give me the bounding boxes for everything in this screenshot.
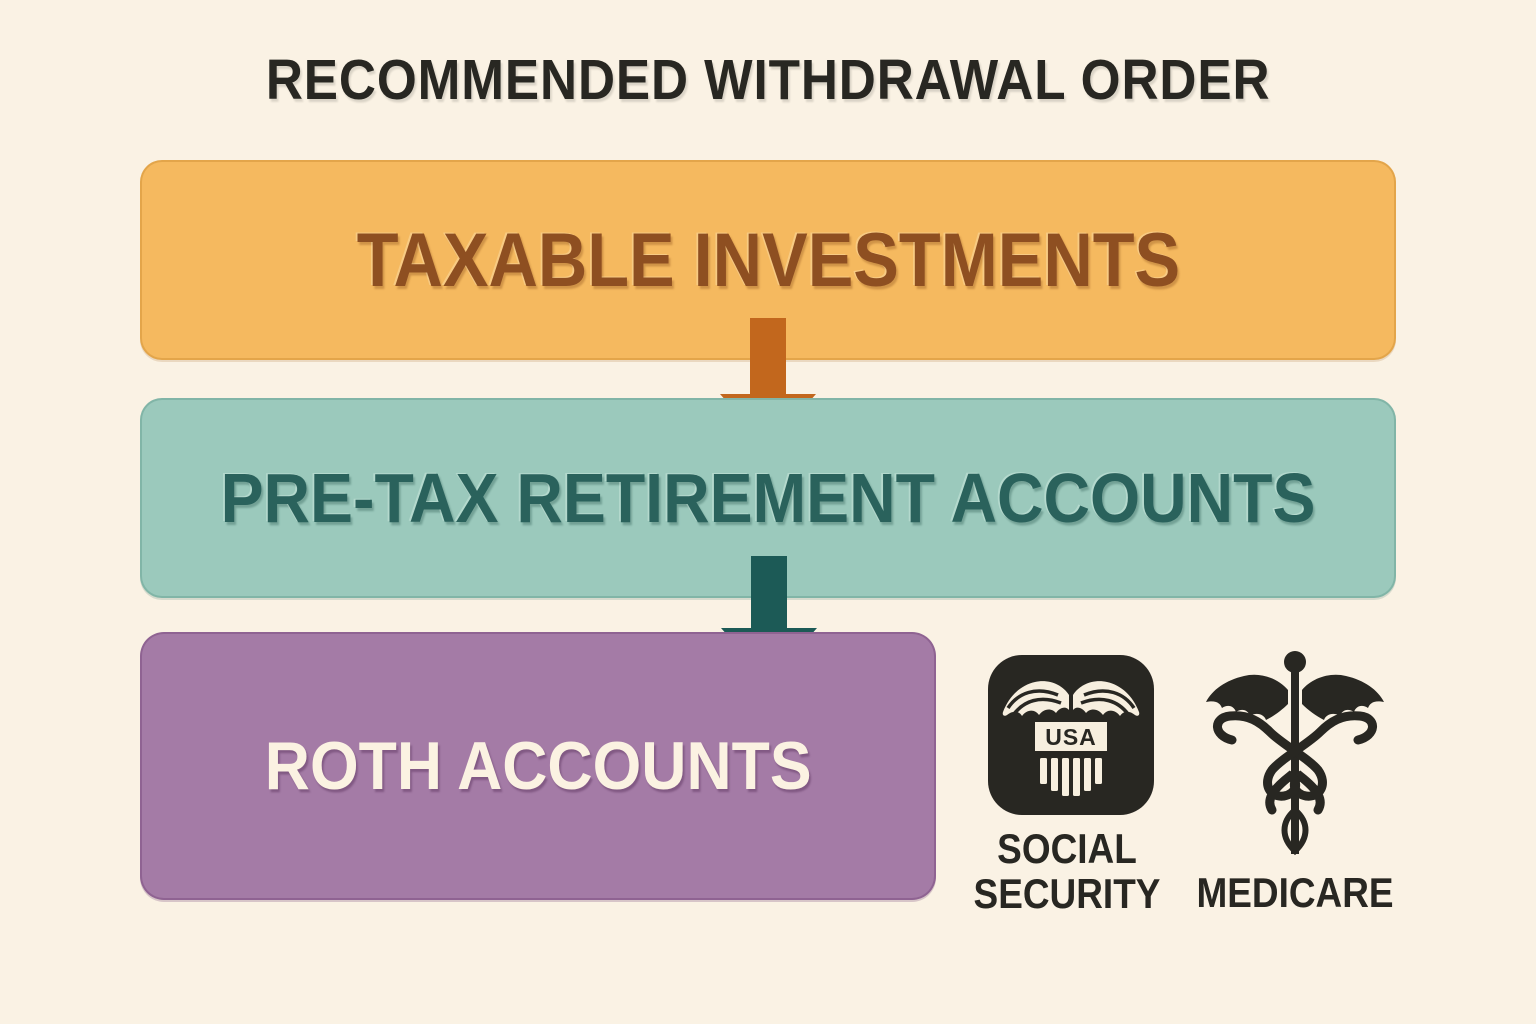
page-title-text: RECOMMENDED WITHDRAWAL ORDER <box>265 48 1271 112</box>
page-title: RECOMMENDED WITHDRAWAL ORDER <box>0 52 1536 109</box>
social-security-eagle-badge-icon: USA <box>988 655 1154 815</box>
step-label-taxable-investments: TAXABLE INVESTMENTS <box>356 217 1180 303</box>
social-security-label: SOCIAL SECURITY <box>952 826 1182 917</box>
medicare-label: MEDICARE <box>1180 869 1410 916</box>
social-security-label-text: SOCIAL SECURITY <box>973 825 1161 918</box>
medicare-caduceus-icon <box>1206 651 1384 856</box>
medicare-label-text: MEDICARE <box>1196 869 1394 916</box>
step-label-pretax-retirement-accounts: PRE-TAX RETIREMENT ACCOUNTS <box>220 459 1316 537</box>
step-label-roth-accounts: ROTH ACCOUNTS <box>264 728 812 804</box>
step-box-roth-accounts: ROTH ACCOUNTS <box>140 632 936 900</box>
usa-badge-text: USA <box>1045 724 1097 750</box>
